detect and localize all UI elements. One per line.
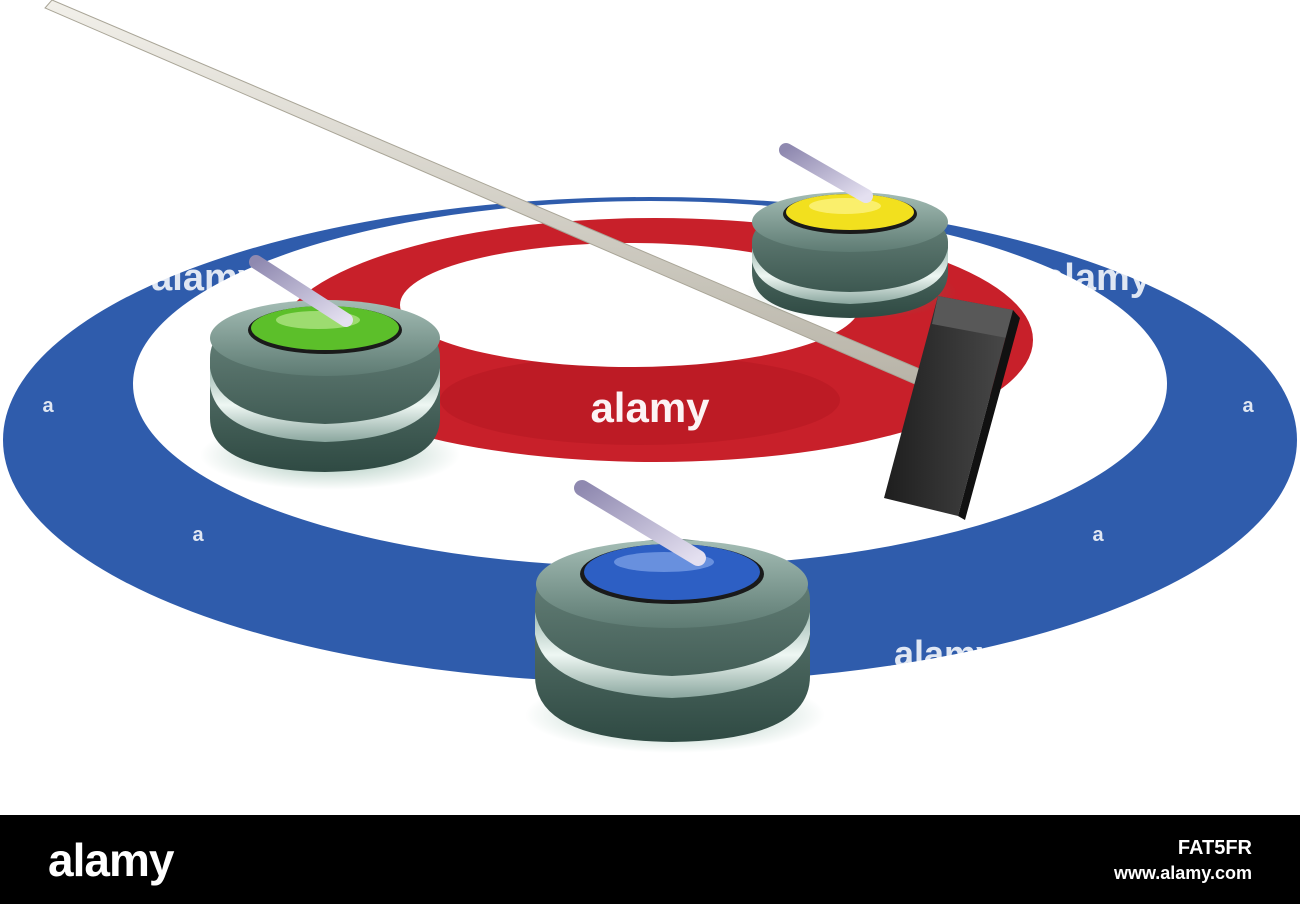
broom-head-icon <box>884 296 1020 520</box>
watermark-left: alamy <box>151 257 259 299</box>
watermark-mark-3: a <box>192 524 204 546</box>
footer-url: www.alamy.com <box>1113 863 1252 883</box>
footer-image-id: FAT5FR <box>1177 837 1252 859</box>
footer-bar: alamy FAT5FR www.alamy.com <box>0 815 1300 904</box>
yellow-stone <box>747 143 957 320</box>
watermark-mark-4: a <box>1092 524 1104 546</box>
house-button <box>400 243 860 367</box>
watermark-mark-1: a <box>42 395 54 417</box>
blue-stone <box>525 480 825 753</box>
watermark-center: alamy <box>590 384 710 431</box>
watermark-mark-2: a <box>1242 395 1254 417</box>
watermark-bottom-right: alamy <box>894 633 996 674</box>
curling-scene: alamy alamy alamy alamy a a a a <box>3 0 1297 753</box>
house-red-ring-shade <box>440 355 840 445</box>
green-stone <box>200 255 460 490</box>
watermark-right: alamy <box>1043 257 1151 299</box>
footer-logo: alamy <box>48 834 174 886</box>
